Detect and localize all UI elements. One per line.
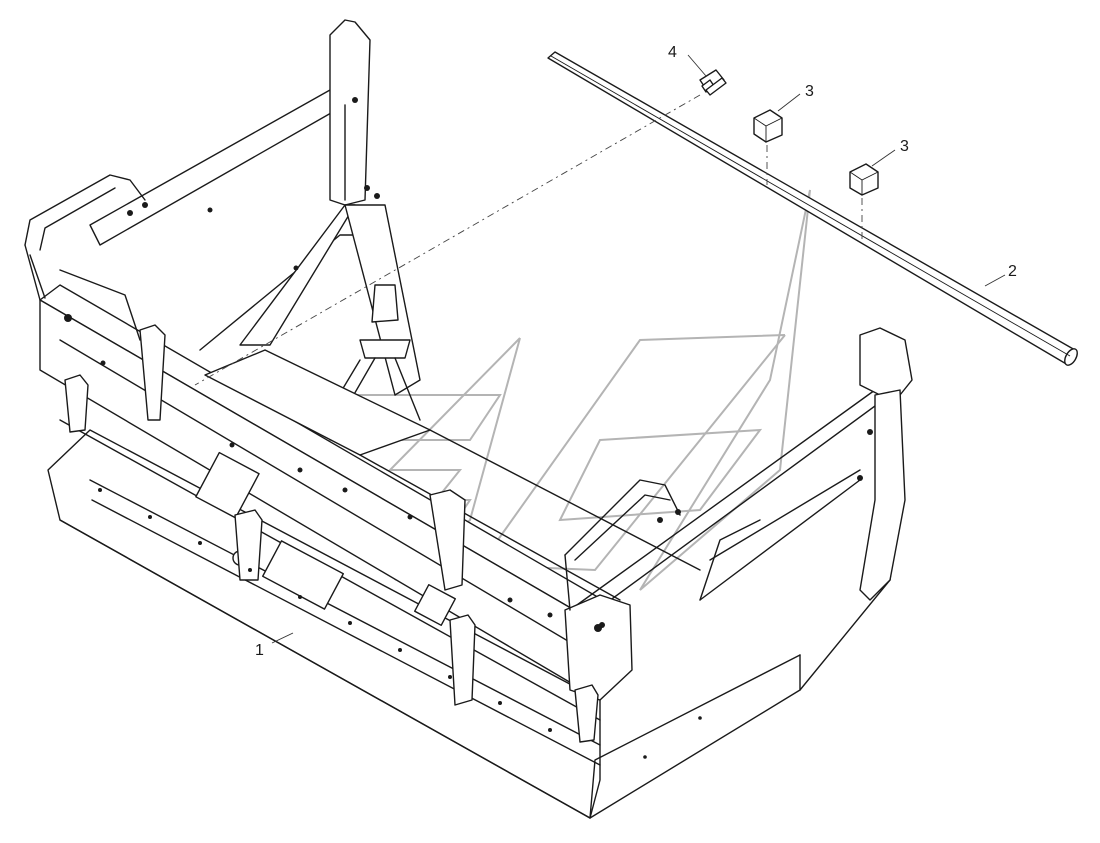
leader-lines	[271, 54, 1006, 644]
part-3-clamp-lower	[849, 163, 879, 196]
part-4-bolt	[699, 69, 727, 96]
part-2-rod	[547, 51, 1078, 366]
callout-3-lower: 3	[900, 138, 909, 155]
bottom-bolt-row	[98, 488, 552, 732]
callout-2: 2	[1008, 263, 1017, 280]
assembly-lines	[194, 94, 863, 386]
part-3-clamp-upper	[753, 109, 783, 143]
frame-details	[64, 97, 873, 759]
callout-4: 4	[668, 44, 677, 61]
frame-front-beam	[39, 284, 621, 721]
callout-1: 1	[255, 642, 264, 659]
guard-handles	[24, 174, 681, 611]
callout-3-upper: 3	[805, 83, 814, 100]
center-hitch	[204, 284, 701, 601]
